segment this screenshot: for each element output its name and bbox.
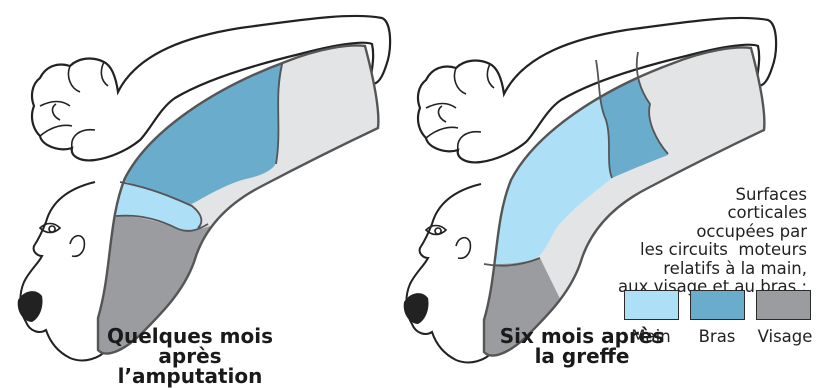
- legend-label-bras: Bras: [682, 327, 752, 346]
- legend-line: relatifs à la main,: [577, 260, 807, 278]
- legend-description: Surfaces corticales occupées par les cir…: [577, 186, 807, 296]
- finger-lines: [426, 64, 494, 150]
- legend-label-main: Main: [616, 327, 686, 346]
- legend-line: occupées par: [577, 223, 807, 241]
- legend-label-visage: Visage: [750, 327, 817, 346]
- legend-swatch-bras: [690, 290, 745, 320]
- legend-line: les circuits moteurs: [577, 241, 807, 259]
- panel-left-illustration: [18, 16, 390, 372]
- legend-swatch-visage: [756, 290, 811, 320]
- caption-left-line1: Quelques mois: [105, 326, 275, 346]
- face-outline: [20, 182, 106, 360]
- caption-left-line2: après l’amputation: [105, 346, 275, 386]
- ear: [456, 238, 470, 259]
- legend-line: corticales: [577, 204, 807, 222]
- legend-swatch-main: [624, 290, 679, 320]
- finger-lines: [40, 62, 108, 148]
- ear: [70, 236, 84, 257]
- face-outline: [406, 184, 492, 362]
- caption-left: Quelques mois après l’amputation: [105, 326, 275, 386]
- caption-right-line2: la greffe: [497, 346, 667, 366]
- legend-line: Surfaces: [577, 186, 807, 204]
